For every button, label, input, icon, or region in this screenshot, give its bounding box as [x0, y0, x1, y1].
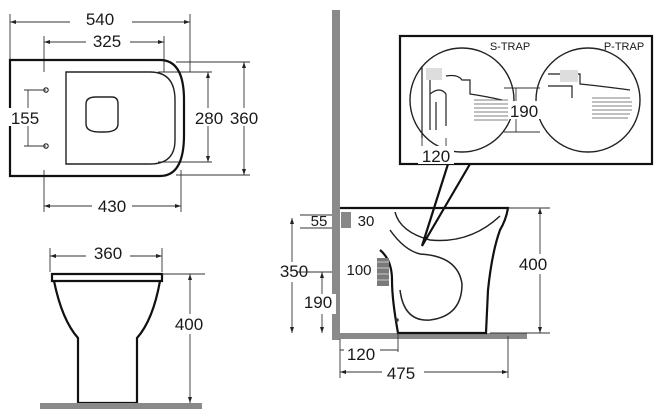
- dim-front-top-width: 360: [94, 244, 122, 263]
- p-trap-detail-circle: [535, 47, 641, 153]
- dim-inlet-height: 350: [280, 262, 308, 281]
- side-view: 55 30 350 100 190 400 120: [276, 10, 560, 383]
- floor-side: [332, 333, 527, 339]
- dim-seat-depth: 280: [195, 109, 223, 128]
- side-bowl: [394, 211, 501, 242]
- front-pedestal: [52, 280, 162, 405]
- dim-seat-width: 325: [93, 32, 121, 51]
- dim-overall-depth: 360: [230, 109, 258, 128]
- dim-outlet-height: 190: [304, 293, 332, 312]
- dim-s-trap-offset: 120: [422, 147, 450, 166]
- dim-outlet-size: 100: [346, 262, 371, 279]
- dim-front-height: 400: [175, 315, 203, 334]
- dim-projection: 475: [387, 364, 415, 383]
- front-view: 360 400: [40, 244, 212, 409]
- dim-p-trap-height: 190: [510, 102, 538, 121]
- dim-fixing-spacing: 155: [11, 109, 39, 128]
- trap-detail: S-TRAP P-TRAP 190 120: [398, 34, 654, 247]
- dim-top-inlet: 30: [358, 213, 375, 230]
- dim-overall-width: 540: [86, 10, 114, 29]
- front-seat: [50, 272, 164, 283]
- top-view: 540 325 155 280 360: [8, 10, 262, 216]
- pan-outline-top: [8, 58, 186, 178]
- wall: [332, 10, 340, 340]
- s-trap-label: S-TRAP: [490, 41, 530, 53]
- seat-outline-top: [65, 71, 176, 165]
- outlet-connector: [377, 258, 389, 286]
- detail-frame: [398, 34, 654, 166]
- side-pan: [340, 206, 510, 335]
- bowl-opening-top: [85, 96, 119, 133]
- s-trap-detail-circle: [409, 47, 515, 153]
- inlet-connector: [341, 212, 351, 228]
- dim-side-height: 400: [519, 255, 547, 274]
- floor: [40, 403, 202, 409]
- dim-top-offset: 55: [311, 213, 328, 230]
- dim-base-width: 430: [98, 197, 126, 216]
- p-trap-label: P-TRAP: [604, 41, 644, 53]
- dim-wall-to-outlet: 120: [347, 345, 375, 364]
